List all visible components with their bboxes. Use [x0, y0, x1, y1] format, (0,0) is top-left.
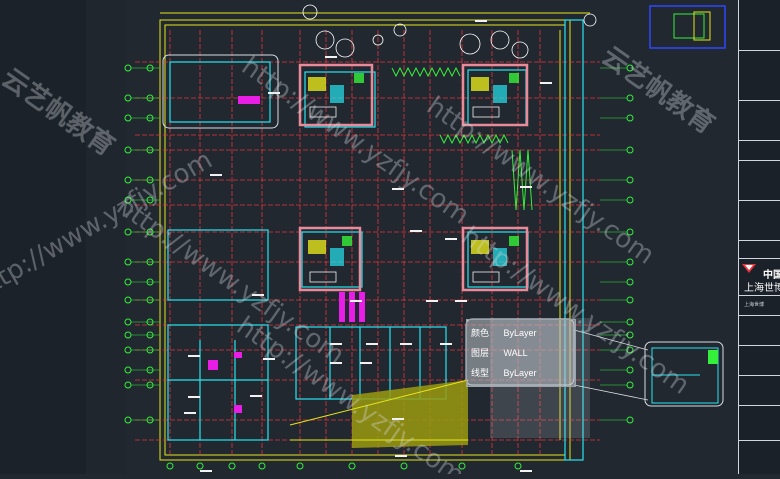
tooltip-value-layer: WALL: [503, 348, 528, 358]
company-name-shanghai: 上海世博: [744, 283, 780, 294]
tooltip-row-color: 颜色 ByLayer: [471, 326, 537, 339]
left-margin-area: [0, 0, 86, 474]
watermark-cn-right: 云艺帆教育: [596, 40, 720, 140]
detail-thumbnail: [651, 347, 719, 404]
tooltip-key-linetype: 线型: [471, 368, 490, 378]
tooltip-key-layer: 图层: [471, 348, 490, 358]
leader-line-2: [573, 384, 649, 401]
leader-line: [573, 329, 649, 351]
title-block-sub-label: 上海世博: [744, 302, 765, 308]
ramp-hatch: [289, 379, 469, 448]
stair-zigzags: [391, 66, 533, 211]
equipment-magenta: [208, 96, 365, 413]
company-logo-icon: [742, 264, 756, 273]
company-name-cn: 中国: [763, 270, 780, 281]
key-plan: [649, 5, 726, 49]
tooltip-row-linetype: 线型 ByLayer: [471, 366, 537, 379]
axis-bubbles: [124, 64, 634, 470]
tooltip-value-color: ByLayer: [503, 328, 537, 338]
properties-tooltip: 颜色 ByLayer 图层 WALL 线型 ByLayer: [466, 319, 576, 387]
landscape-trees: [302, 4, 597, 59]
core-rooms: [298, 63, 529, 292]
drawing-title-block: [738, 0, 780, 474]
annotation-dashes: [184, 20, 552, 472]
axis-gutter: [86, 0, 126, 474]
tooltip-key-color: 颜色: [471, 328, 490, 338]
tooltip-value-linetype: ByLayer: [503, 368, 537, 378]
tooltip-row-layer: 图层 WALL: [471, 346, 528, 359]
